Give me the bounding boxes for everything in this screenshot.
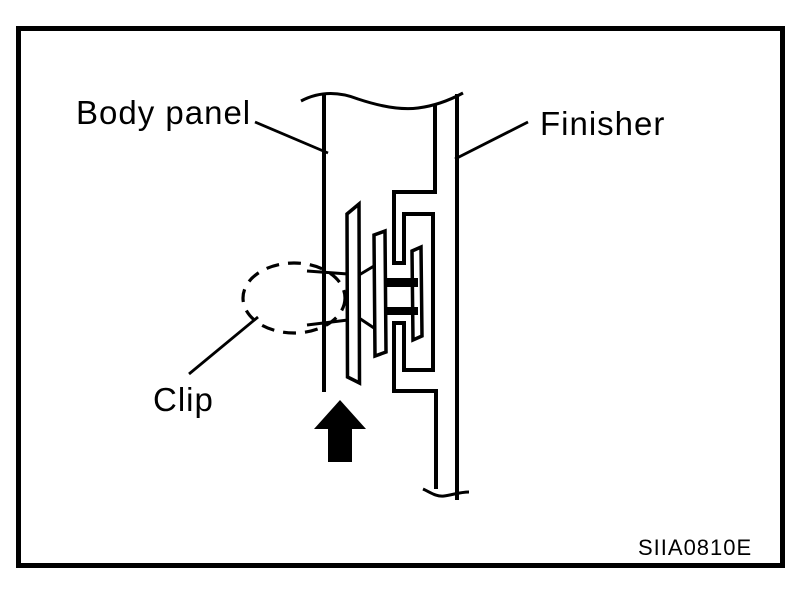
clip-flange-left [345, 200, 362, 386]
bottom-break-line [422, 487, 470, 498]
clip-washer [372, 228, 388, 359]
top-break-line [300, 91, 464, 111]
figure-code: SIIA0810E [638, 535, 753, 560]
up-arrow-icon [314, 400, 366, 462]
clip-flange-right [410, 244, 424, 343]
clip-hub-lower-bar [384, 307, 418, 315]
body-panel-leader-line [254, 120, 329, 155]
finisher-label: Finisher [540, 105, 666, 142]
clip-arm-lower-right [358, 316, 375, 330]
finisher-leader-line [454, 120, 529, 161]
clip-leader-line [188, 315, 259, 376]
clip-arm-upper-left [306, 269, 349, 276]
clip-hub-upper-bar [384, 278, 418, 287]
clip-callout-ellipse [241, 261, 347, 335]
body-panel-label: Body panel [76, 94, 252, 131]
line-drawing [188, 91, 529, 500]
clip-arm-upper-right [358, 264, 375, 277]
clip-arm-lower-left [306, 318, 349, 327]
finisher-bracket-path [392, 104, 438, 489]
figure-border [16, 26, 785, 568]
clip-label: Clip [153, 381, 214, 418]
